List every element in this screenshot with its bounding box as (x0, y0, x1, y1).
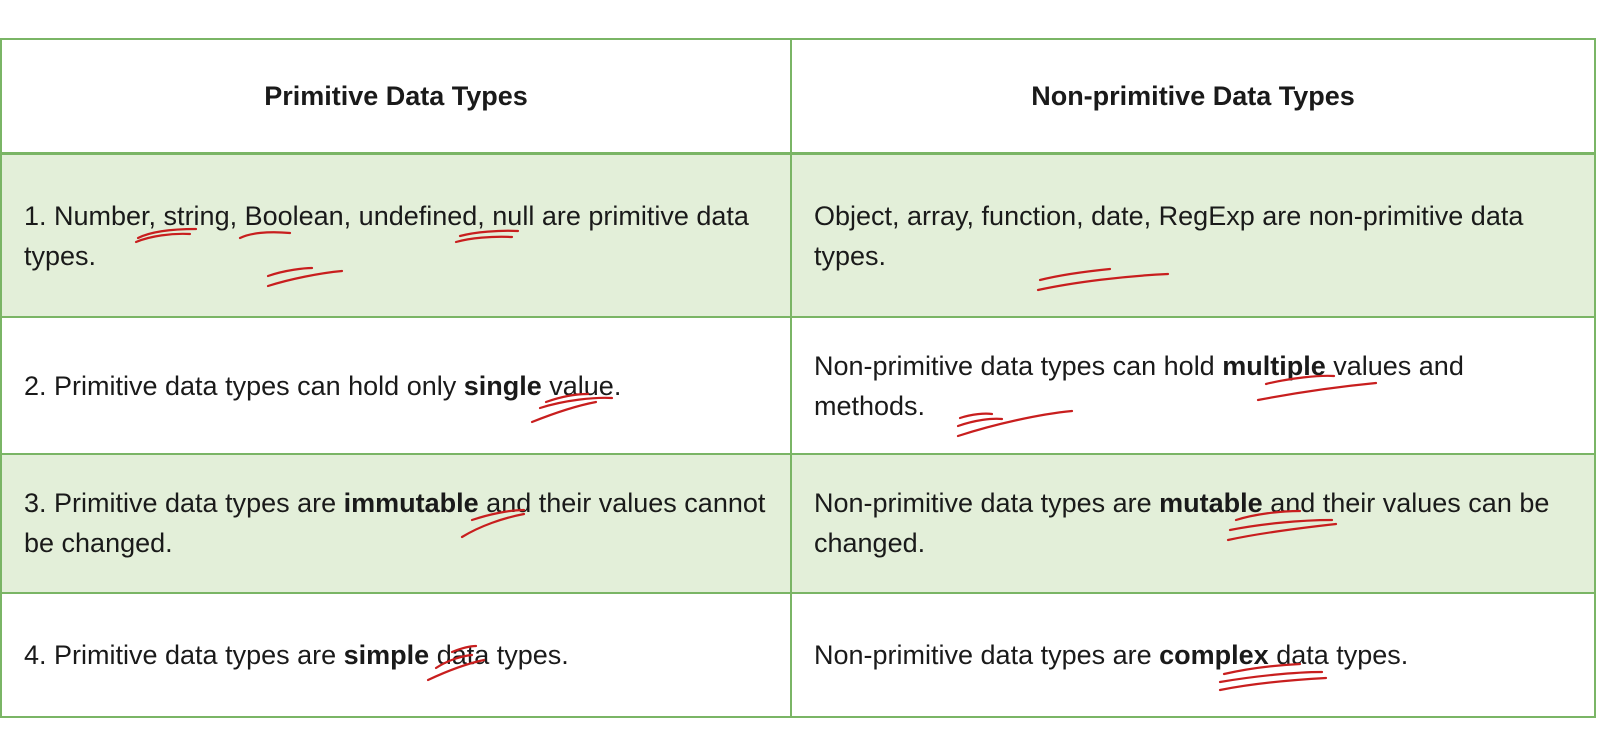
table-row: 4. Primitive data types are simple data … (0, 591, 1596, 719)
comparison-table: Primitive Data Types Non-primitive Data … (0, 38, 1596, 719)
non-primitive-cell: Non-primitive data types are mutable and… (790, 452, 1596, 594)
primitive-cell: 1. Number, string, Boolean, undefined, n… (0, 152, 792, 319)
cell-text: Object, array, function, date, RegExp ar… (814, 200, 1524, 271)
cell-text-tail: data types. (429, 639, 569, 670)
cell-text: Non-primitive data types can hold (814, 350, 1223, 381)
primitive-cell: 4. Primitive data types are simple data … (0, 591, 792, 719)
cell-text: 4. Primitive data types are (24, 639, 344, 670)
non-primitive-cell: Object, array, function, date, RegExp ar… (790, 152, 1596, 319)
cell-text: 2. Primitive data types can hold only (24, 370, 464, 401)
cell-emphasis: mutable (1159, 488, 1263, 519)
cell-text: 1. Number, string, Boolean, undefined, n… (24, 200, 749, 271)
cell-emphasis: simple (343, 639, 430, 670)
header-non-primitive: Non-primitive Data Types (790, 38, 1596, 155)
cell-emphasis: immutable (343, 488, 479, 519)
cell-text-tail: and their values cannot be changed. (24, 488, 766, 559)
cell-text: Non-primitive data types are (814, 488, 1160, 519)
primitive-cell: 3. Primitive data types are immutable an… (0, 452, 792, 594)
table-row: 2. Primitive data types can hold only si… (0, 316, 1596, 455)
non-primitive-cell: Non-primitive data types are complex dat… (790, 591, 1596, 719)
cell-text-tail: values and methods. (814, 350, 1464, 421)
table-header-row: Primitive Data Types Non-primitive Data … (0, 38, 1596, 155)
header-primitive: Primitive Data Types (0, 38, 792, 155)
primitive-cell: 2. Primitive data types can hold only si… (0, 316, 792, 455)
cell-emphasis: multiple (1222, 350, 1326, 381)
table-row: 1. Number, string, Boolean, undefined, n… (0, 152, 1596, 319)
cell-text-tail: and their values can be changed. (814, 488, 1550, 559)
cell-emphasis: complex (1159, 639, 1269, 670)
cell-text: Non-primitive data types are (814, 639, 1160, 670)
cell-text-tail: value. (541, 370, 622, 401)
cell-text-tail: data types. (1268, 639, 1409, 670)
non-primitive-cell: Non-primitive data types can hold multip… (790, 316, 1596, 455)
cell-emphasis: single (463, 370, 542, 401)
table-row: 3. Primitive data types are immutable an… (0, 452, 1596, 594)
cell-text: 3. Primitive data types are (24, 488, 344, 519)
